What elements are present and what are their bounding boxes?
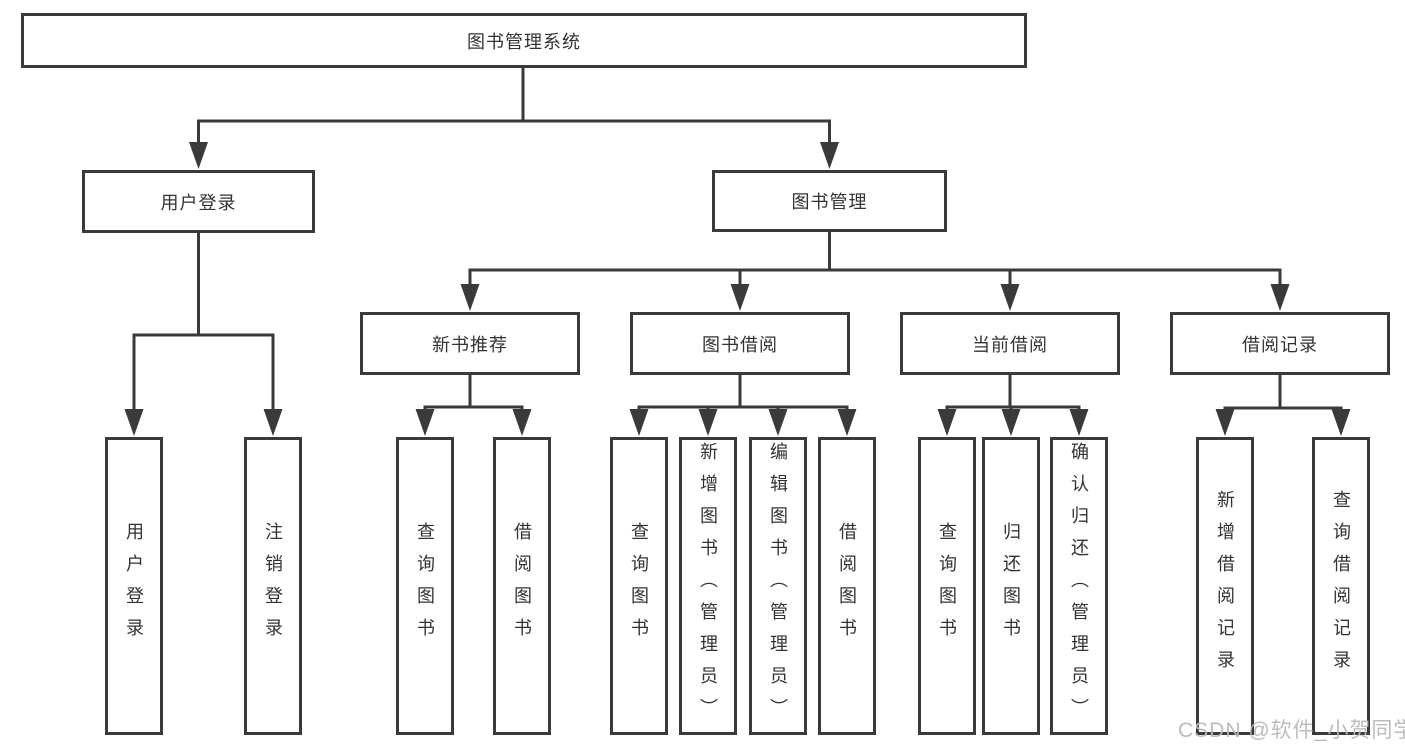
arrow-down-icon — [460, 284, 480, 311]
node-label: 新书推荐 — [432, 334, 508, 355]
node-label: 用户登录 — [124, 522, 144, 650]
arrow-down-icon — [1001, 409, 1021, 436]
arrow-down-icon — [415, 409, 435, 436]
node-label: 归还图书 — [1001, 522, 1021, 650]
leaf-return-books: 归还图书 — [982, 437, 1040, 735]
node-label: 查询图书 — [937, 522, 957, 650]
leaf-query-books-current: 查询图书 — [918, 437, 976, 735]
node-label: 查询图书 — [629, 522, 649, 650]
leaf-add-borrow-record: 新增借阅记录 — [1196, 437, 1254, 735]
leaf-user-login: 用户登录 — [105, 437, 163, 735]
arrow-down-icon — [263, 409, 283, 436]
node-new-book-recommend: 新书推荐 — [360, 312, 580, 375]
leaf-borrow-books-recommend: 借阅图书 — [493, 437, 551, 735]
node-label: 新增借阅记录 — [1215, 490, 1235, 682]
arrow-down-icon — [730, 284, 750, 311]
arrow-down-icon — [124, 409, 144, 436]
node-borrow-records: 借阅记录 — [1170, 312, 1390, 375]
node-user-login: 用户登录 — [82, 170, 315, 233]
node-label: 编辑图书（管理员） — [768, 442, 788, 730]
node-label: 查询借阅记录 — [1331, 490, 1351, 682]
arrow-down-icon — [1069, 409, 1089, 436]
arrow-down-icon — [820, 142, 839, 169]
node-label: 新增图书（管理员） — [698, 442, 718, 730]
node-label: 借阅图书 — [512, 522, 532, 650]
node-label: 注销登录 — [263, 522, 283, 650]
node-book-borrow: 图书借阅 — [630, 312, 850, 375]
arrowhead-icons — [124, 142, 1351, 436]
arrow-down-icon — [189, 142, 208, 169]
node-label: 图书管理系统 — [467, 31, 581, 52]
leaf-query-books-recommend: 查询图书 — [396, 437, 454, 735]
arrow-down-icon — [837, 409, 857, 436]
leaf-query-books-borrow: 查询图书 — [610, 437, 668, 735]
leaf-query-borrow-record: 查询借阅记录 — [1312, 437, 1370, 735]
node-current-borrow: 当前借阅 — [900, 312, 1120, 375]
node-label: 查询图书 — [415, 522, 435, 650]
node-label: 确认归还（管理员） — [1069, 442, 1089, 730]
leaf-add-books-admin: 新增图书（管理员） — [679, 437, 737, 735]
node-label: 图书借阅 — [702, 334, 778, 355]
arrow-down-icon — [698, 409, 718, 436]
node-label: 借阅图书 — [837, 522, 857, 650]
watermark: CSDN @软件_小贺同学 — [1178, 719, 1405, 742]
arrow-down-icon — [768, 409, 788, 436]
leaf-logout: 注销登录 — [244, 437, 302, 735]
arrow-down-icon — [1215, 409, 1235, 436]
arrow-down-icon — [1000, 284, 1020, 311]
node-label: 图书管理 — [791, 192, 868, 212]
arrow-down-icon — [629, 409, 649, 436]
arrow-down-icon — [937, 409, 957, 436]
node-root: 图书管理系统 — [21, 13, 1027, 68]
leaf-confirm-return-admin: 确认归还（管理员） — [1050, 437, 1108, 735]
arrow-down-icon — [1270, 284, 1290, 311]
leaf-borrow-books: 借阅图书 — [818, 437, 876, 735]
node-label: 用户登录 — [160, 192, 237, 213]
node-book-management: 图书管理 — [712, 170, 947, 232]
arrow-down-icon — [1331, 409, 1351, 436]
node-label: 借阅记录 — [1242, 334, 1318, 355]
leaf-edit-books-admin: 编辑图书（管理员） — [749, 437, 807, 735]
arrow-down-icon — [512, 409, 532, 436]
node-label: 当前借阅 — [972, 334, 1048, 355]
